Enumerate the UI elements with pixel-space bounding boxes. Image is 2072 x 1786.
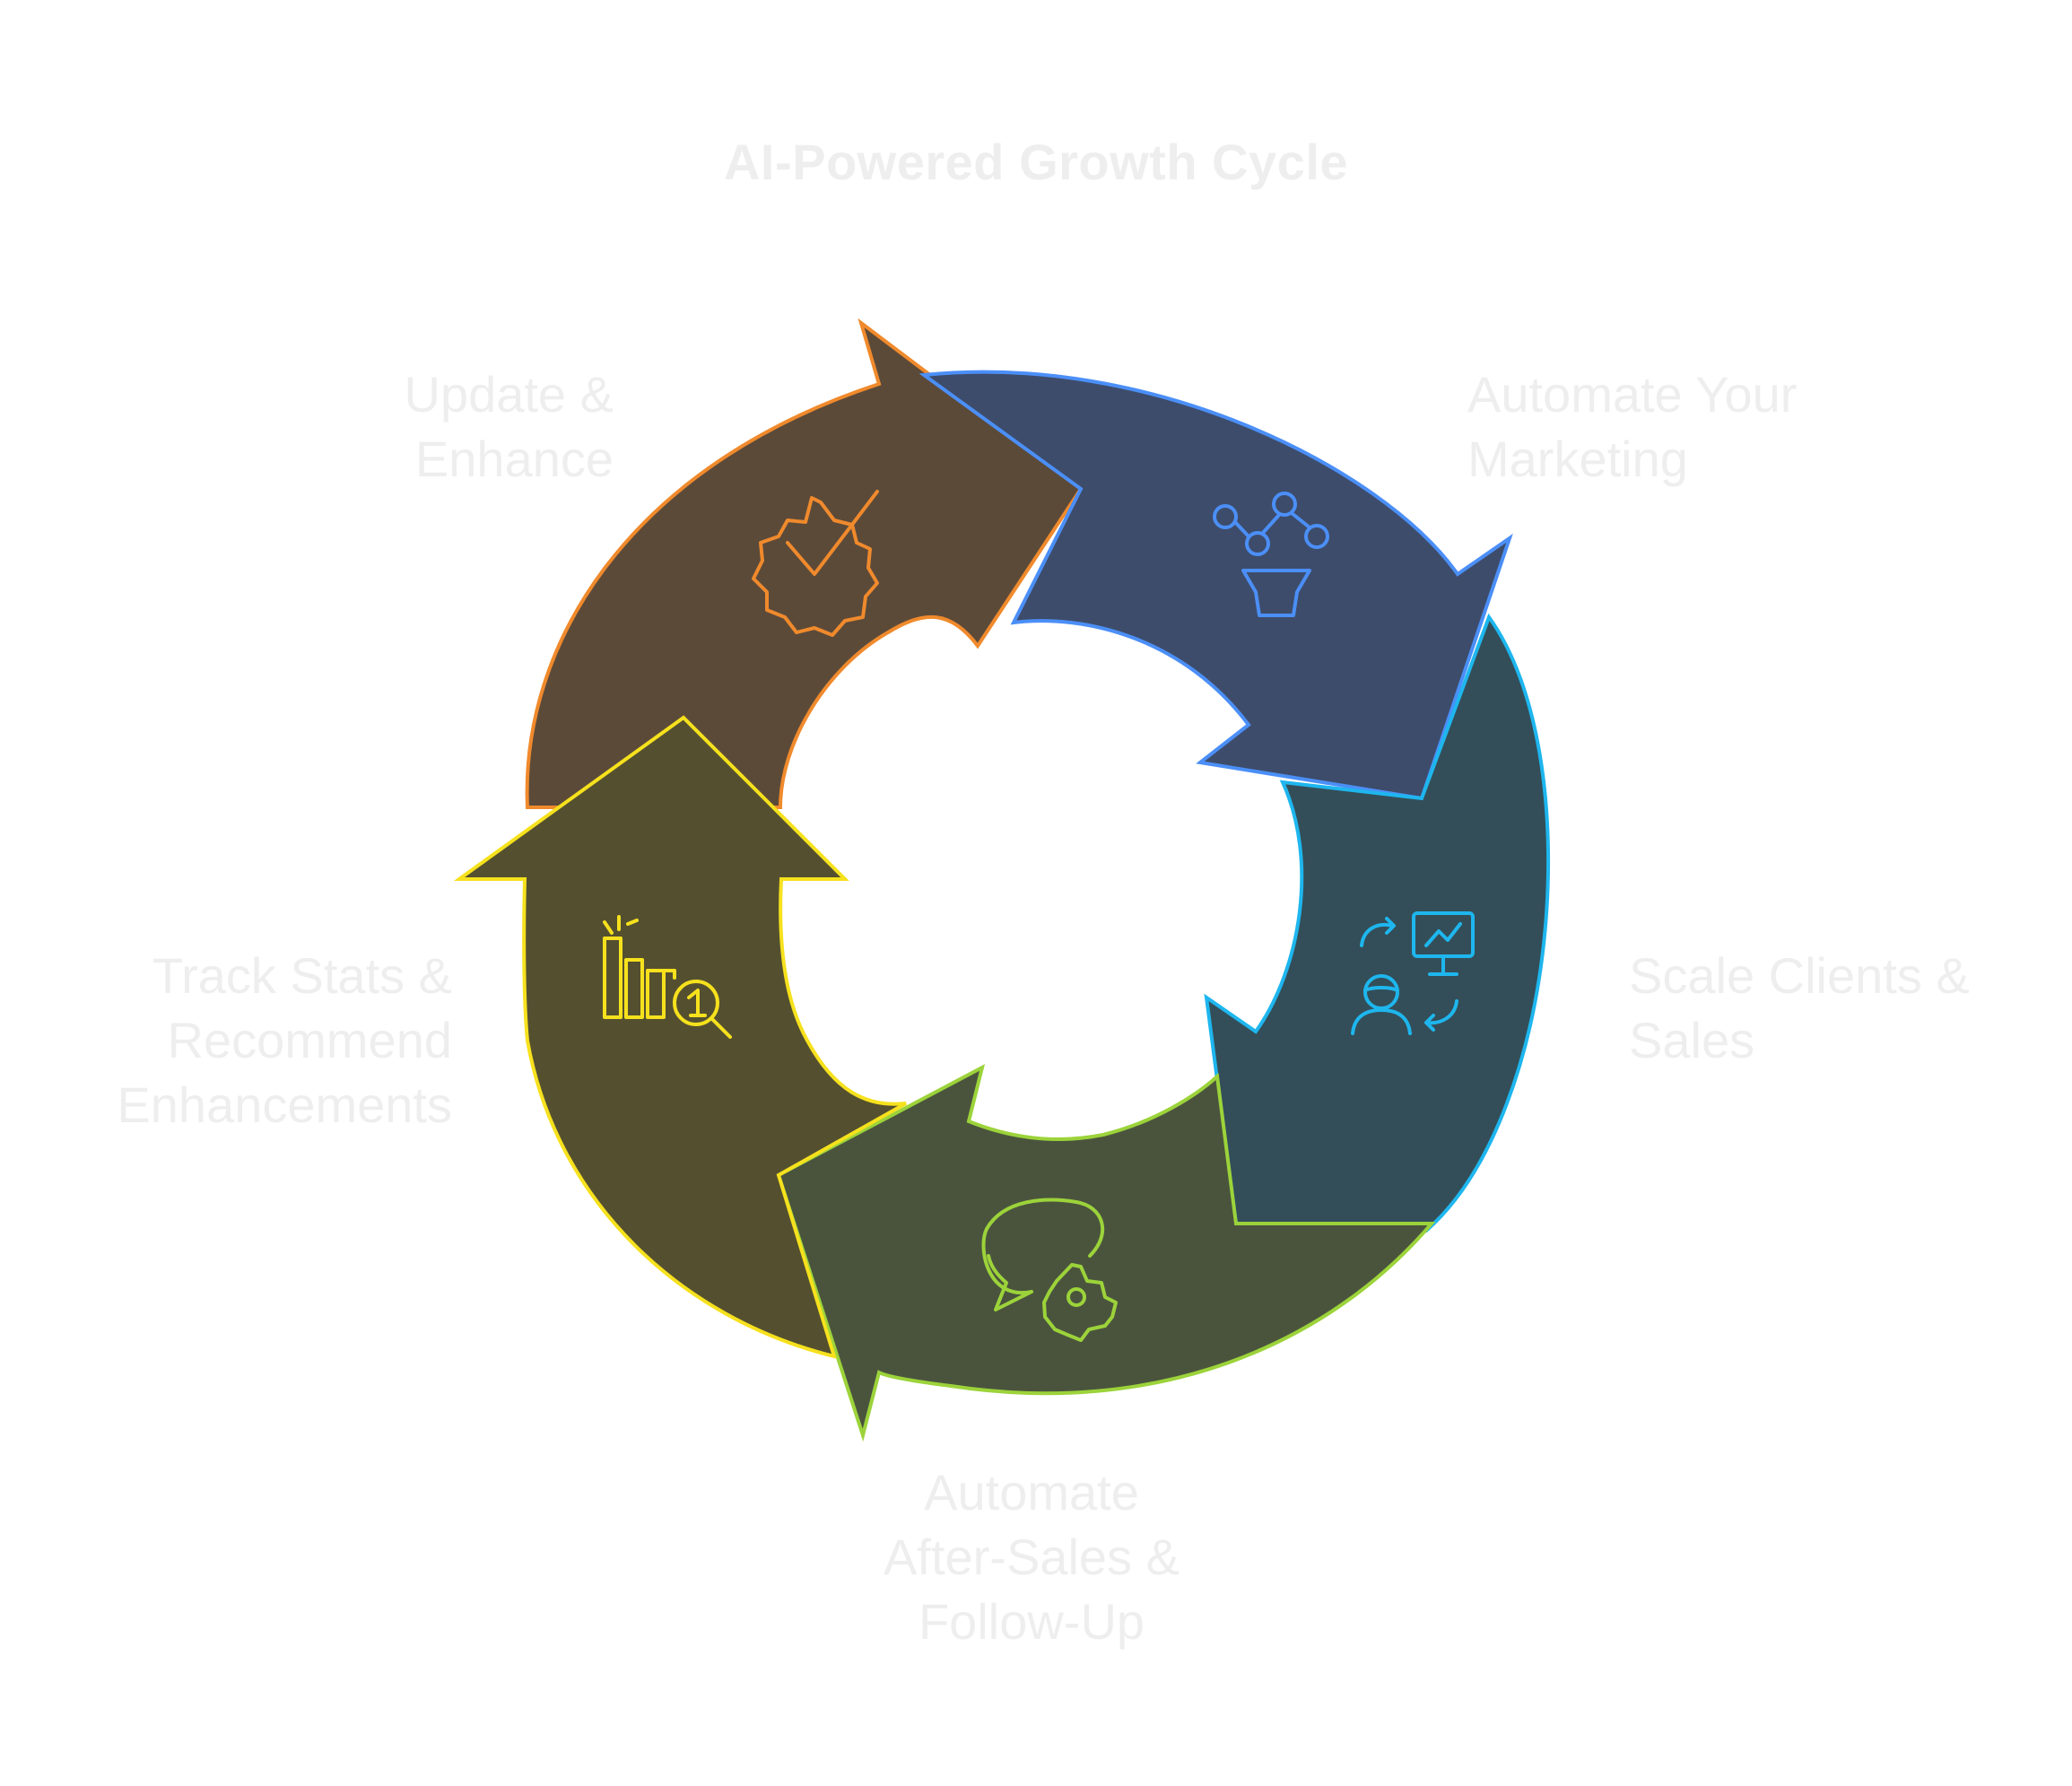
label-line: Sales	[1629, 1012, 1755, 1068]
user-presentation-icon	[1351, 911, 1475, 1035]
label-line: Follow-Up	[918, 1593, 1145, 1650]
funnel-network-icon	[1213, 492, 1329, 617]
label-line: Scale Clients &	[1629, 947, 1970, 1004]
label-track-stats: Track Stats & Recommend Enhancements	[54, 944, 452, 1137]
label-update-enhance: Update & Enhance	[269, 362, 614, 492]
arrow-track-stats	[453, 715, 907, 1359]
label-line: Automate Your	[1467, 366, 1798, 423]
gear-check-icon	[752, 490, 879, 637]
label-line: Track Stats &	[152, 947, 452, 1004]
label-line: Enhancements	[117, 1076, 452, 1133]
diagram-title: AI-Powered Growth Cycle	[723, 134, 1349, 190]
label-line: Update &	[404, 366, 614, 423]
label-line: Recommend	[167, 1012, 452, 1068]
label-line: Enhance	[414, 431, 614, 487]
label-automate-aftersales: Automate After-Sales & Follow-Up	[852, 1460, 1211, 1654]
label-automate-marketing: Automate Your Marketing	[1467, 362, 1797, 492]
label-line: After-Sales &	[884, 1529, 1180, 1585]
label-line: Automate	[924, 1464, 1139, 1520]
chart-search-icon	[603, 915, 732, 1039]
arrow-update-enhance	[525, 318, 1084, 809]
chat-gear-icon	[981, 1198, 1118, 1342]
arrow-automate-aftersales	[776, 1064, 1436, 1442]
label-line: Marketing	[1467, 431, 1688, 487]
arrow-automate-marketing	[918, 370, 1513, 801]
label-scale-clients: Scale Clients & Sales	[1629, 944, 1970, 1073]
